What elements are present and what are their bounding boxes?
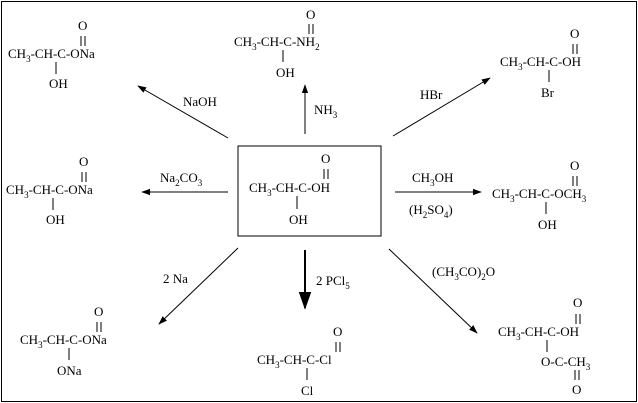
product-nh3: CH3​-CH-C-NH2​ O OH — [234, 7, 320, 80]
product-2na: CH3​-CH-C-ONa O ONa — [20, 304, 107, 378]
arrow-anhydride — [388, 248, 478, 334]
product-branch: Cl — [301, 383, 314, 398]
product-branch: OH — [49, 76, 68, 91]
product-pcl5: CH3​-CH-C-Cl O Cl — [257, 324, 342, 398]
arrow-naoh — [137, 85, 229, 139]
reagent-nh3: NH3​ — [314, 102, 338, 120]
product-carbonyl: O — [570, 158, 579, 173]
product-branch-carbonyl: O — [572, 382, 581, 397]
product-main: CH3​-CH-C-NH2​ — [234, 34, 320, 52]
product-main: CH3​-CH-C-OCH3​ — [492, 186, 587, 204]
center-hydroxyl: OH — [289, 212, 308, 227]
reagent-na2co3: Na2​CO3​ — [160, 170, 203, 188]
arrow-2na — [158, 247, 239, 325]
product-carbonyl: O — [78, 18, 87, 33]
arrow-hbr — [392, 77, 491, 137]
center-main: CH3​-CH-C-OH — [249, 180, 330, 198]
product-main: CH3​-CH-C-OH — [498, 324, 579, 342]
product-anhydride: CH3​-CH-C-OH O O-C-CH3​ O — [498, 295, 591, 397]
center-carbonyl: O — [321, 151, 330, 166]
catalyst-h2so4: (H2​SO4​) — [409, 202, 453, 220]
reagent-anhydride: (CH3​CO)2​O — [432, 264, 495, 282]
product-branch: OH — [538, 217, 557, 232]
product-main: CH3​-CH-C-ONa — [8, 46, 95, 64]
reagent-hbr: HBr — [420, 87, 443, 102]
product-carbonyl: O — [94, 304, 103, 319]
product-branch: OH — [276, 65, 295, 80]
reagent-ch3oh: CH3​OH — [412, 170, 453, 188]
reagent-2na: 2 Na — [163, 271, 188, 286]
product-main: CH3​-CH-C-OH — [500, 54, 581, 72]
center-molecule: CH3​-CH-C-OH O OH — [249, 151, 330, 227]
product-ch3oh: CH3​-CH-C-OCH3​ O OH — [492, 158, 587, 232]
product-main: CH3​-CH-C-Cl — [257, 352, 332, 370]
product-branch: ONa — [57, 363, 82, 378]
product-branch: O-C-CH3​ — [541, 354, 591, 372]
product-branch: OH — [46, 212, 65, 227]
product-carbonyl: O — [333, 324, 342, 339]
product-carbonyl: O — [570, 26, 579, 41]
product-naoh: CH3​-CH-C-ONa O OH — [8, 18, 95, 91]
reagent-naoh: NaOH — [183, 94, 217, 109]
product-main: CH3​-CH-C-ONa — [6, 182, 93, 200]
product-carbonyl: O — [573, 295, 582, 310]
product-na2co3: CH3​-CH-C-ONa O OH — [6, 154, 93, 227]
product-branch: Br — [541, 85, 555, 100]
center-box — [237, 145, 382, 237]
product-carbonyl: O — [79, 154, 88, 169]
product-hbr: CH3​-CH-C-OH O Br — [500, 26, 581, 100]
product-main: CH3​-CH-C-ONa — [20, 332, 107, 350]
reagent-pcl5: 2 PCl5​ — [316, 273, 350, 291]
product-carbonyl: O — [306, 7, 315, 22]
